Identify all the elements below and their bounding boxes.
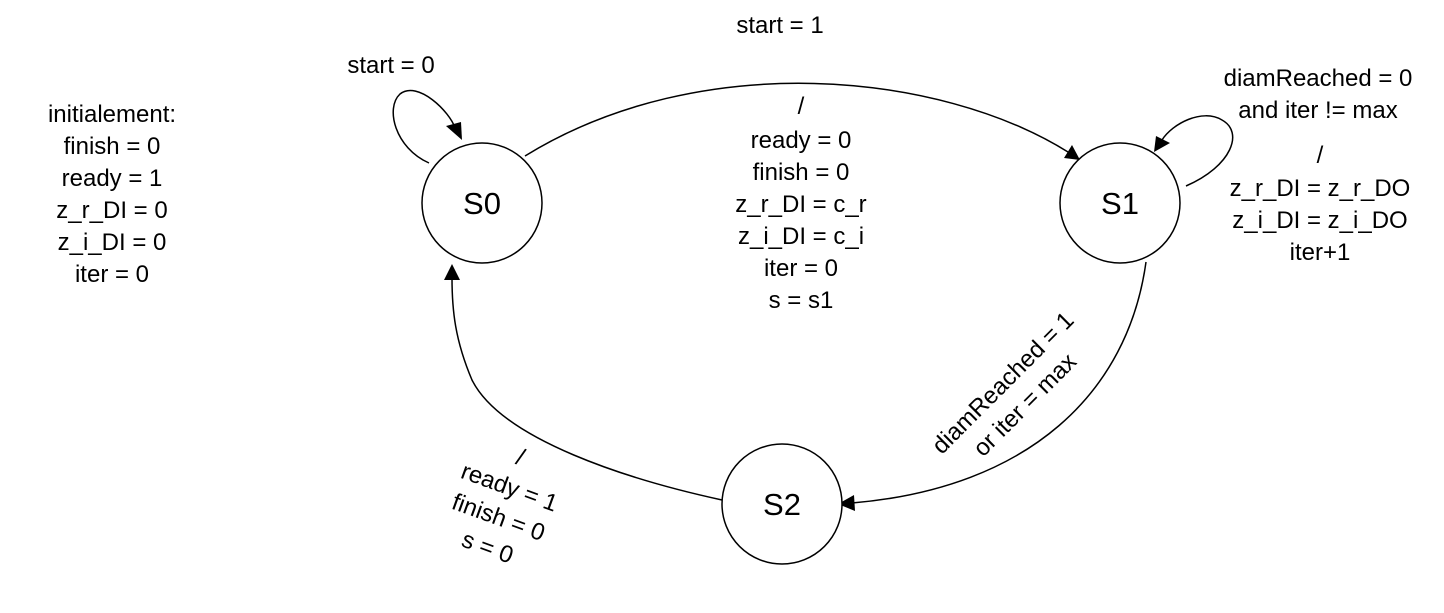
initial-note-line: iter = 0 [75,261,149,288]
s0-s1-action-line: finish = 0 [753,159,850,186]
s0-s1-action-line: z_i_DI = c_i [738,223,864,250]
s1-self-actions: / z_r_DI = z_r_DO z_i_DI = z_i_DO iter+1 [1230,142,1411,266]
s1-self-action-line: z_i_DI = z_i_DO [1232,207,1407,234]
s1-self-action-line: iter+1 [1290,239,1351,266]
edge-s2-s0-arrowhead [444,264,460,280]
s1-self-condition-line: and iter != max [1238,97,1397,124]
edge-s1-to-s2 [838,261,1147,511]
state-s2-circle [721,443,843,565]
state-s1-circle [1059,142,1181,264]
state-s1: S1 [1059,142,1181,264]
state-s1-label: S1 [1101,186,1139,221]
edge-s1-self-arrowhead [1154,136,1170,152]
edge-s0-self-loop [392,89,462,164]
state-s0-circle [421,142,543,264]
edge-s1-self-line [1161,115,1234,187]
s1-self-condition-line: diamReached = 0 [1224,65,1413,92]
edge-s0-self-arrowhead [446,122,462,140]
edge-s0-self-line [392,89,456,164]
s0-s1-condition: start = 1 [736,12,823,39]
s0-s1-action-line: s = s1 [769,287,834,314]
state-s0-label: S0 [463,186,501,221]
edge-s1-self-loop [1154,115,1234,187]
initial-note-line: z_r_DI = 0 [56,197,167,224]
edge-s1-s2-arrowhead [838,495,855,511]
initial-note-line: ready = 1 [62,165,163,192]
s1-s2-condition: diamReached = 1 or iter = max [927,307,1082,462]
edge-s0-s1-line [524,82,1069,157]
state-s2: S2 [721,443,843,565]
s0-s1-action-line: ready = 0 [751,127,852,154]
initial-values-note: initialement: finish = 0 ready = 1 z_r_D… [48,101,176,288]
s0-s1-action-line: / [798,93,805,120]
initial-note-line: z_i_DI = 0 [58,229,167,256]
edge-s1-s2-line [851,261,1147,504]
edge-s2-to-s0 [444,264,723,501]
state-s2-label: S2 [763,487,801,522]
edge-s0-s1-arrowhead [1064,145,1080,160]
s2-s0-actions: / ready = 1 finish = 0 s = 0 [448,444,561,570]
s0-s1-action-line: iter = 0 [764,255,838,282]
s0-s1-action-line: z_r_DI = c_r [735,191,866,218]
s2-s0-action-line: / [513,444,529,472]
s0-s1-actions: / ready = 0 finish = 0 z_r_DI = c_r z_i_… [735,93,866,314]
edge-s0-to-s1 [524,82,1080,160]
s1-self-condition: diamReached = 0 and iter != max [1224,65,1413,124]
edge-s2-s0-line [451,277,723,501]
s1-self-action-line: / [1317,142,1324,169]
s1-self-action-line: z_r_DI = z_r_DO [1230,175,1411,202]
initial-note-line: finish = 0 [64,133,161,160]
state-s0: S0 [421,142,543,264]
initial-note-line: initialement: [48,101,176,128]
s0-self-condition: start = 0 [347,52,434,79]
